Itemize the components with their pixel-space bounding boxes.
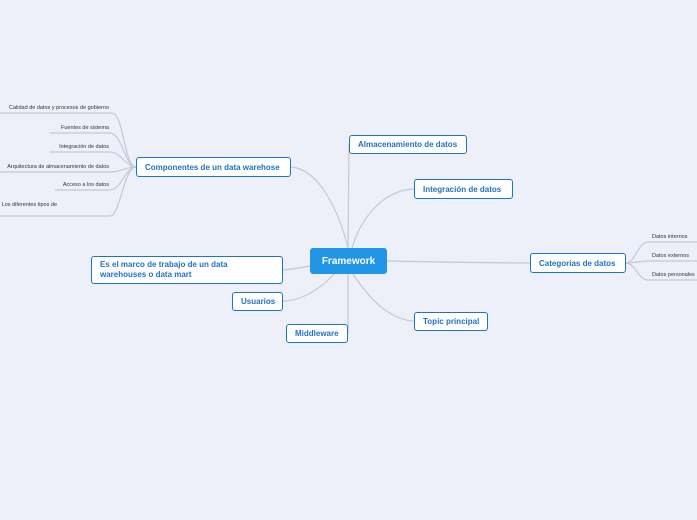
item-calidad-de-datos[interactable]: Calidad de datos y procesos de gobierno [9,105,109,111]
link-usuarios [282,272,336,302]
central-topic-framework[interactable]: Framework [310,248,387,274]
link-cat-2 [625,262,697,281]
item-datos-personales[interactable]: Datos personales [652,272,695,278]
item-integracion-de-datos[interactable]: Integración de datos [59,144,109,150]
link-almacenamiento [347,143,350,249]
topic-almacenamiento[interactable]: Almacenamiento de datos [349,135,467,154]
link-item-5 [0,166,137,217]
link-cat-0 [625,241,697,264]
item-fuentes-de-sistema[interactable]: Fuentes de sistema [61,125,109,131]
item-diferentes-tipos[interactable]: Los diferentes tipos de [1,202,57,208]
topic-usuarios[interactable]: Usuarios [232,292,283,311]
item-datos-externos[interactable]: Datos externos [652,253,689,259]
link-marco [282,265,311,271]
topic-componentes[interactable]: Componentes de un data warehose [136,157,291,177]
link-componentes [289,166,349,249]
topic-principal[interactable]: Topic principal [414,312,488,331]
item-datos-internos[interactable]: Datos internos [652,234,688,240]
topic-integracion[interactable]: Integración de datos [414,179,513,199]
link-item-0 [0,112,137,168]
link-categorias [386,260,531,264]
item-acceso-a-los-datos[interactable]: Acceso a los datos [62,182,109,188]
topic-middleware[interactable]: Middleware [286,324,348,343]
link-integracion [351,188,415,249]
link-topic-principal [352,273,415,322]
topic-categorias[interactable]: Categorias de datos [530,253,626,273]
topic-marco-de-trabajo[interactable]: Es el marco de trabajo de un data wareho… [91,256,283,284]
item-arquitectura-almacenamiento[interactable]: Arquitectura de almacenamiento de datos [7,164,109,170]
link-cat-1 [625,260,697,264]
link-item-2 [50,151,137,168]
